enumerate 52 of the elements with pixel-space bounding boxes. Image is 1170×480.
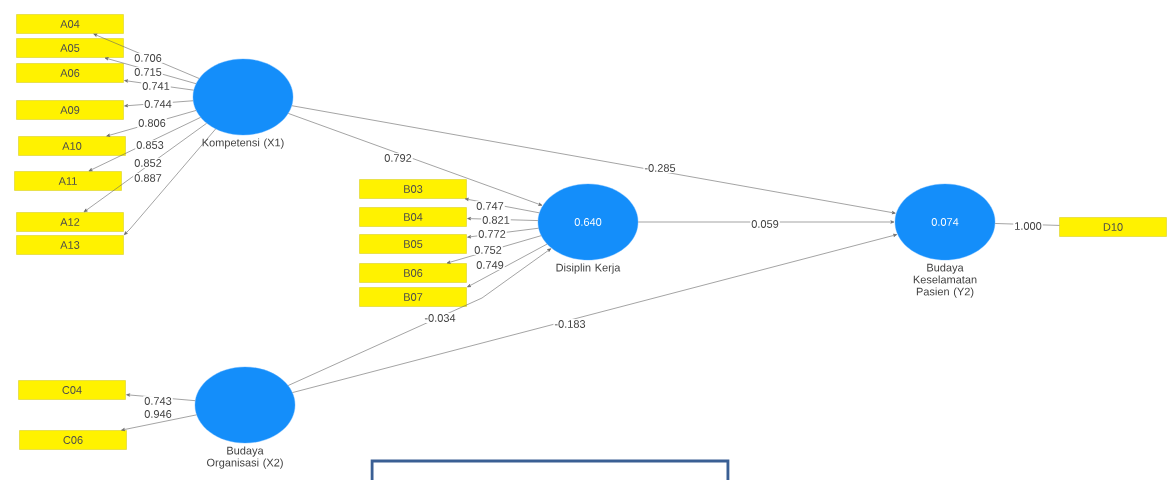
arrow	[93, 33, 200, 79]
edge-label: 0.772	[477, 229, 507, 239]
indicator-box: A06	[16, 63, 124, 83]
indicator-box: A10	[18, 136, 126, 156]
edge-label: 0.792	[383, 153, 413, 163]
arrow	[83, 123, 207, 213]
edge-label: 0.749	[475, 260, 505, 270]
arrow	[124, 128, 216, 236]
indicator-box: B04	[359, 207, 467, 227]
construct-label: Budaya Organisasi (X2)	[207, 446, 283, 469]
arrow	[88, 117, 201, 172]
edge-label: -0.183	[553, 319, 587, 329]
edge-label: 0.747	[475, 201, 505, 211]
indicator-box: C04	[18, 380, 126, 400]
edge-label: 0.744	[143, 99, 173, 109]
indicator-box: B03	[359, 179, 467, 199]
edge-label: 0.946	[143, 409, 173, 419]
indicator-box: B05	[359, 234, 467, 254]
edge-label: -0.285	[643, 163, 677, 173]
arrow	[287, 248, 552, 386]
edge-label: 0.706	[133, 53, 163, 63]
edge-label: 0.752	[473, 245, 503, 255]
indicator-box: A11	[14, 171, 122, 191]
indicator-box: D10	[1059, 217, 1167, 237]
arrow	[121, 414, 197, 432]
edge-label: 0.853	[135, 140, 165, 150]
edge-label: 0.059	[750, 219, 780, 229]
edge-label: 0.806	[137, 118, 167, 128]
indicator-box: A09	[16, 100, 124, 120]
edge-label: 0.821	[481, 215, 511, 225]
edge-label: 0.887	[133, 173, 163, 183]
edge-label: -0.034	[423, 313, 457, 323]
construct-label: Budaya Keselamatan Pasien (Y2)	[913, 263, 977, 298]
indicator-box: A04	[16, 14, 124, 34]
edge-label: 0.743	[143, 396, 173, 406]
edge-label: 1.000	[1013, 221, 1043, 231]
arrow	[292, 233, 898, 393]
indicator-box: C06	[19, 430, 127, 450]
arrow	[291, 105, 896, 215]
edge-label: 0.715	[133, 67, 163, 77]
edge-label: 0.741	[141, 81, 171, 91]
indicator-box: B07	[359, 287, 467, 307]
construct-label: Disiplin Kerja	[556, 263, 621, 274]
indicator-box: A05	[16, 38, 124, 58]
construct-label: Kompetensi (X1)	[202, 138, 284, 149]
edge-label: 0.852	[133, 158, 163, 168]
indicator-box: A12	[16, 212, 124, 232]
arrow	[637, 220, 895, 224]
arrow	[288, 113, 543, 206]
indicator-box: B06	[359, 263, 467, 283]
indicator-box: A13	[16, 235, 124, 255]
arrow	[467, 243, 548, 288]
